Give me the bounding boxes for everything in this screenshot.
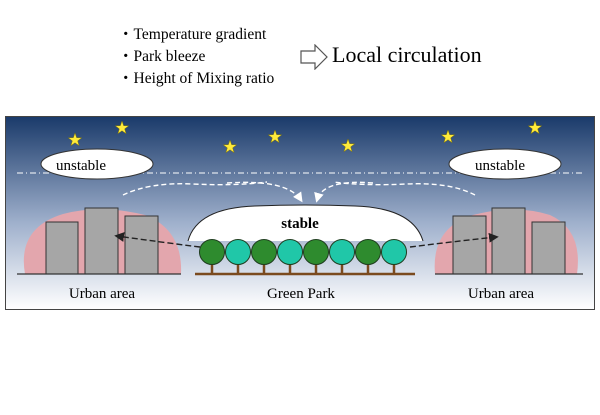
flow-arrow xyxy=(314,181,374,203)
factor-mixing-height: ・Height of Mixing ratio xyxy=(118,70,275,87)
unstable-label-left: unstable xyxy=(56,158,106,174)
flow-arrow xyxy=(332,181,476,196)
star-icon xyxy=(67,132,83,147)
tree-icon xyxy=(199,239,225,274)
building-icon xyxy=(84,207,119,275)
unstable-bubble-right xyxy=(448,148,562,180)
factor-park-breeze: ・Park bleeze xyxy=(118,48,206,65)
flow-arrow xyxy=(122,181,268,196)
building-icon xyxy=(452,215,487,275)
star-icon xyxy=(114,120,130,135)
circulation-diagram: unstable unstable stable xyxy=(5,116,595,310)
tree-icon xyxy=(251,239,277,274)
stable-dome xyxy=(187,204,424,242)
urban-area-label-left: Urban area xyxy=(69,286,136,302)
tree-icon xyxy=(277,239,303,274)
tree-icon xyxy=(303,239,329,274)
green-park-label: Green Park xyxy=(267,286,335,302)
star-icon xyxy=(440,129,456,144)
stars xyxy=(67,120,543,154)
tree-icon xyxy=(355,239,381,274)
park-trees xyxy=(199,239,407,274)
stable-label: stable xyxy=(281,216,319,232)
building-icon xyxy=(124,215,159,275)
tree-icon xyxy=(225,239,251,274)
star-icon xyxy=(222,139,238,154)
tree-icon xyxy=(329,239,355,274)
urban-area-label-right: Urban area xyxy=(468,286,535,302)
unstable-label-right: unstable xyxy=(475,158,525,174)
park-breeze-arrow-right xyxy=(409,232,499,248)
flow-arrow xyxy=(226,181,303,203)
building-icon xyxy=(531,221,566,275)
building-icon xyxy=(45,221,79,275)
buildings-left xyxy=(45,207,159,275)
star-icon xyxy=(267,129,283,144)
star-icon xyxy=(527,120,543,135)
tree-icon xyxy=(381,239,407,274)
arrow-right-icon xyxy=(300,44,328,70)
unstable-bubble-left xyxy=(40,148,154,180)
upper-flow-arrows xyxy=(122,181,476,203)
header: ・Temperature gradient ・Park bleeze ・Heig… xyxy=(0,0,600,110)
factor-temperature-gradient: ・Temperature gradient xyxy=(118,26,267,43)
building-icon xyxy=(491,207,526,275)
star-icon xyxy=(340,138,356,153)
local-circulation-label: Local circulation xyxy=(332,42,482,67)
park-breeze-arrow-left xyxy=(114,232,201,248)
